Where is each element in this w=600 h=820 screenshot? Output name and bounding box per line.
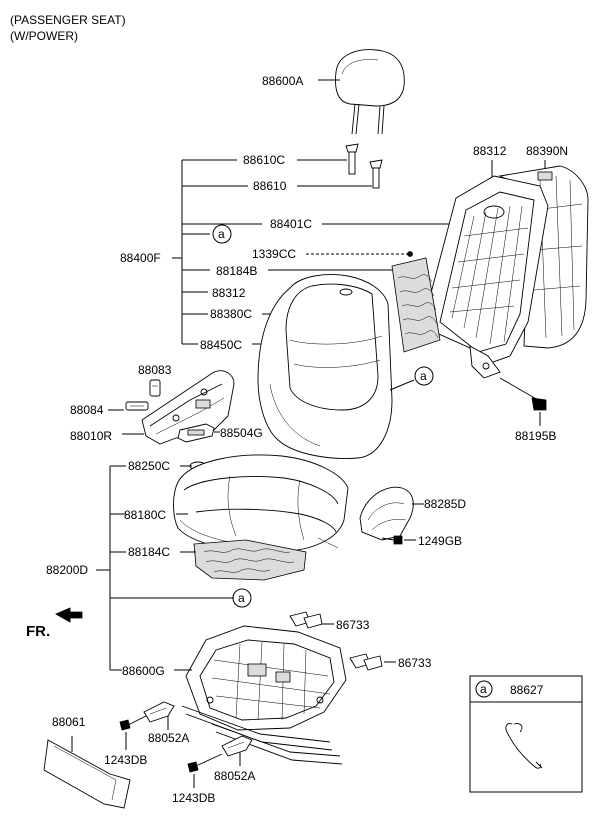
label-88600A: 88600A (262, 74, 303, 88)
label-86733-lower: 86733 (398, 656, 432, 670)
side-cover-88285D[interactable] (359, 486, 414, 541)
label-88380C: 88380C (210, 307, 252, 321)
label-88312-mid: 88312 (212, 286, 246, 300)
seat-cushion-mat-88184C[interactable] (193, 539, 307, 581)
label-88610: 88610 (253, 179, 287, 193)
label-88610C: 88610C (243, 153, 285, 167)
reference-circle-a-cushion (232, 588, 252, 608)
label-88084: 88084 (70, 403, 104, 417)
label-88180C: 88180C (124, 508, 166, 522)
label-88010R: 88010R (70, 429, 112, 443)
label-88184C: 88184C (128, 545, 170, 559)
seat-cushion-88180C[interactable] (173, 454, 349, 553)
legend-circle-a (475, 680, 493, 698)
bolt-88195B[interactable] (499, 377, 547, 411)
switch-assembly-88504G[interactable] (177, 423, 215, 443)
seat-back-cushion-88380C[interactable] (257, 274, 393, 459)
switch-knob-88084[interactable] (125, 401, 149, 411)
diagram-header-line1: (PASSENGER SEAT) (10, 13, 126, 27)
headrest-guide-free[interactable] (369, 159, 383, 189)
label-88200D: 88200D (46, 563, 88, 577)
screw-1249GB[interactable] (381, 535, 403, 545)
label-88052A-upper: 88052A (148, 731, 189, 745)
bolt-1243DB-lower[interactable] (187, 753, 223, 773)
side-shield-88010R[interactable] (141, 370, 235, 445)
reference-circle-a-upper-text: a (218, 227, 225, 241)
track-cover-88052A-lower[interactable] (221, 735, 253, 757)
bolt-1339CC-marker (407, 251, 413, 257)
label-88061: 88061 (52, 715, 86, 729)
label-88401C: 88401C (270, 217, 312, 231)
label-88285D: 88285D (424, 497, 466, 511)
label-86733-upper: 86733 (336, 618, 370, 632)
reference-circle-a-upper (212, 224, 232, 244)
headrest-guide-locking[interactable] (345, 143, 359, 175)
reference-circle-a-cushion-text: a (238, 591, 245, 605)
headrest-part[interactable] (335, 49, 405, 135)
seat-back-board-88390N[interactable] (498, 165, 589, 349)
front-marker-text: FR. (26, 623, 50, 640)
clip-86733-upper[interactable] (289, 611, 323, 629)
label-1243DB-lower: 1243DB (172, 791, 215, 805)
label-88390N: 88390N (526, 144, 568, 158)
label-1249GB: 1249GB (418, 534, 462, 548)
label-88052A-lower: 88052A (214, 769, 255, 783)
legend-ref-text: a (480, 682, 487, 696)
label-88400F: 88400F (120, 251, 161, 265)
wire-clip-88627[interactable] (505, 723, 543, 769)
label-1339CC: 1339CC (252, 247, 296, 261)
label-1243DB-upper: 1243DB (104, 753, 147, 767)
clip-86733-lower[interactable] (349, 653, 383, 671)
front-trim-88061[interactable] (43, 739, 131, 809)
seat-back-frame-88401C[interactable] (425, 175, 549, 379)
switch-knob-88083[interactable] (149, 379, 161, 397)
bolt-1243DB-upper[interactable] (119, 715, 147, 731)
back-lumbar-mat-88184B[interactable] (391, 257, 441, 353)
legend-part-number: 88627 (510, 683, 544, 697)
legend-box: a 88627 (469, 675, 583, 793)
label-88312-top: 88312 (473, 144, 507, 158)
label-88195B: 88195B (515, 429, 556, 443)
label-88600G: 88600G (122, 664, 165, 678)
diagram-header-line2: (W/POWER) (10, 29, 78, 43)
front-direction-arrow (55, 607, 83, 623)
label-88184B: 88184B (216, 264, 257, 278)
label-88083: 88083 (138, 363, 172, 377)
reference-circle-a-back (414, 366, 434, 386)
label-88450C: 88450C (200, 338, 242, 352)
reference-circle-a-back-text: a (420, 369, 427, 383)
seat-frame-track-88600G[interactable] (181, 625, 347, 765)
track-cover-88052A-upper[interactable] (143, 701, 175, 723)
label-88250C: 88250C (128, 459, 170, 473)
label-88504G: 88504G (220, 426, 263, 440)
